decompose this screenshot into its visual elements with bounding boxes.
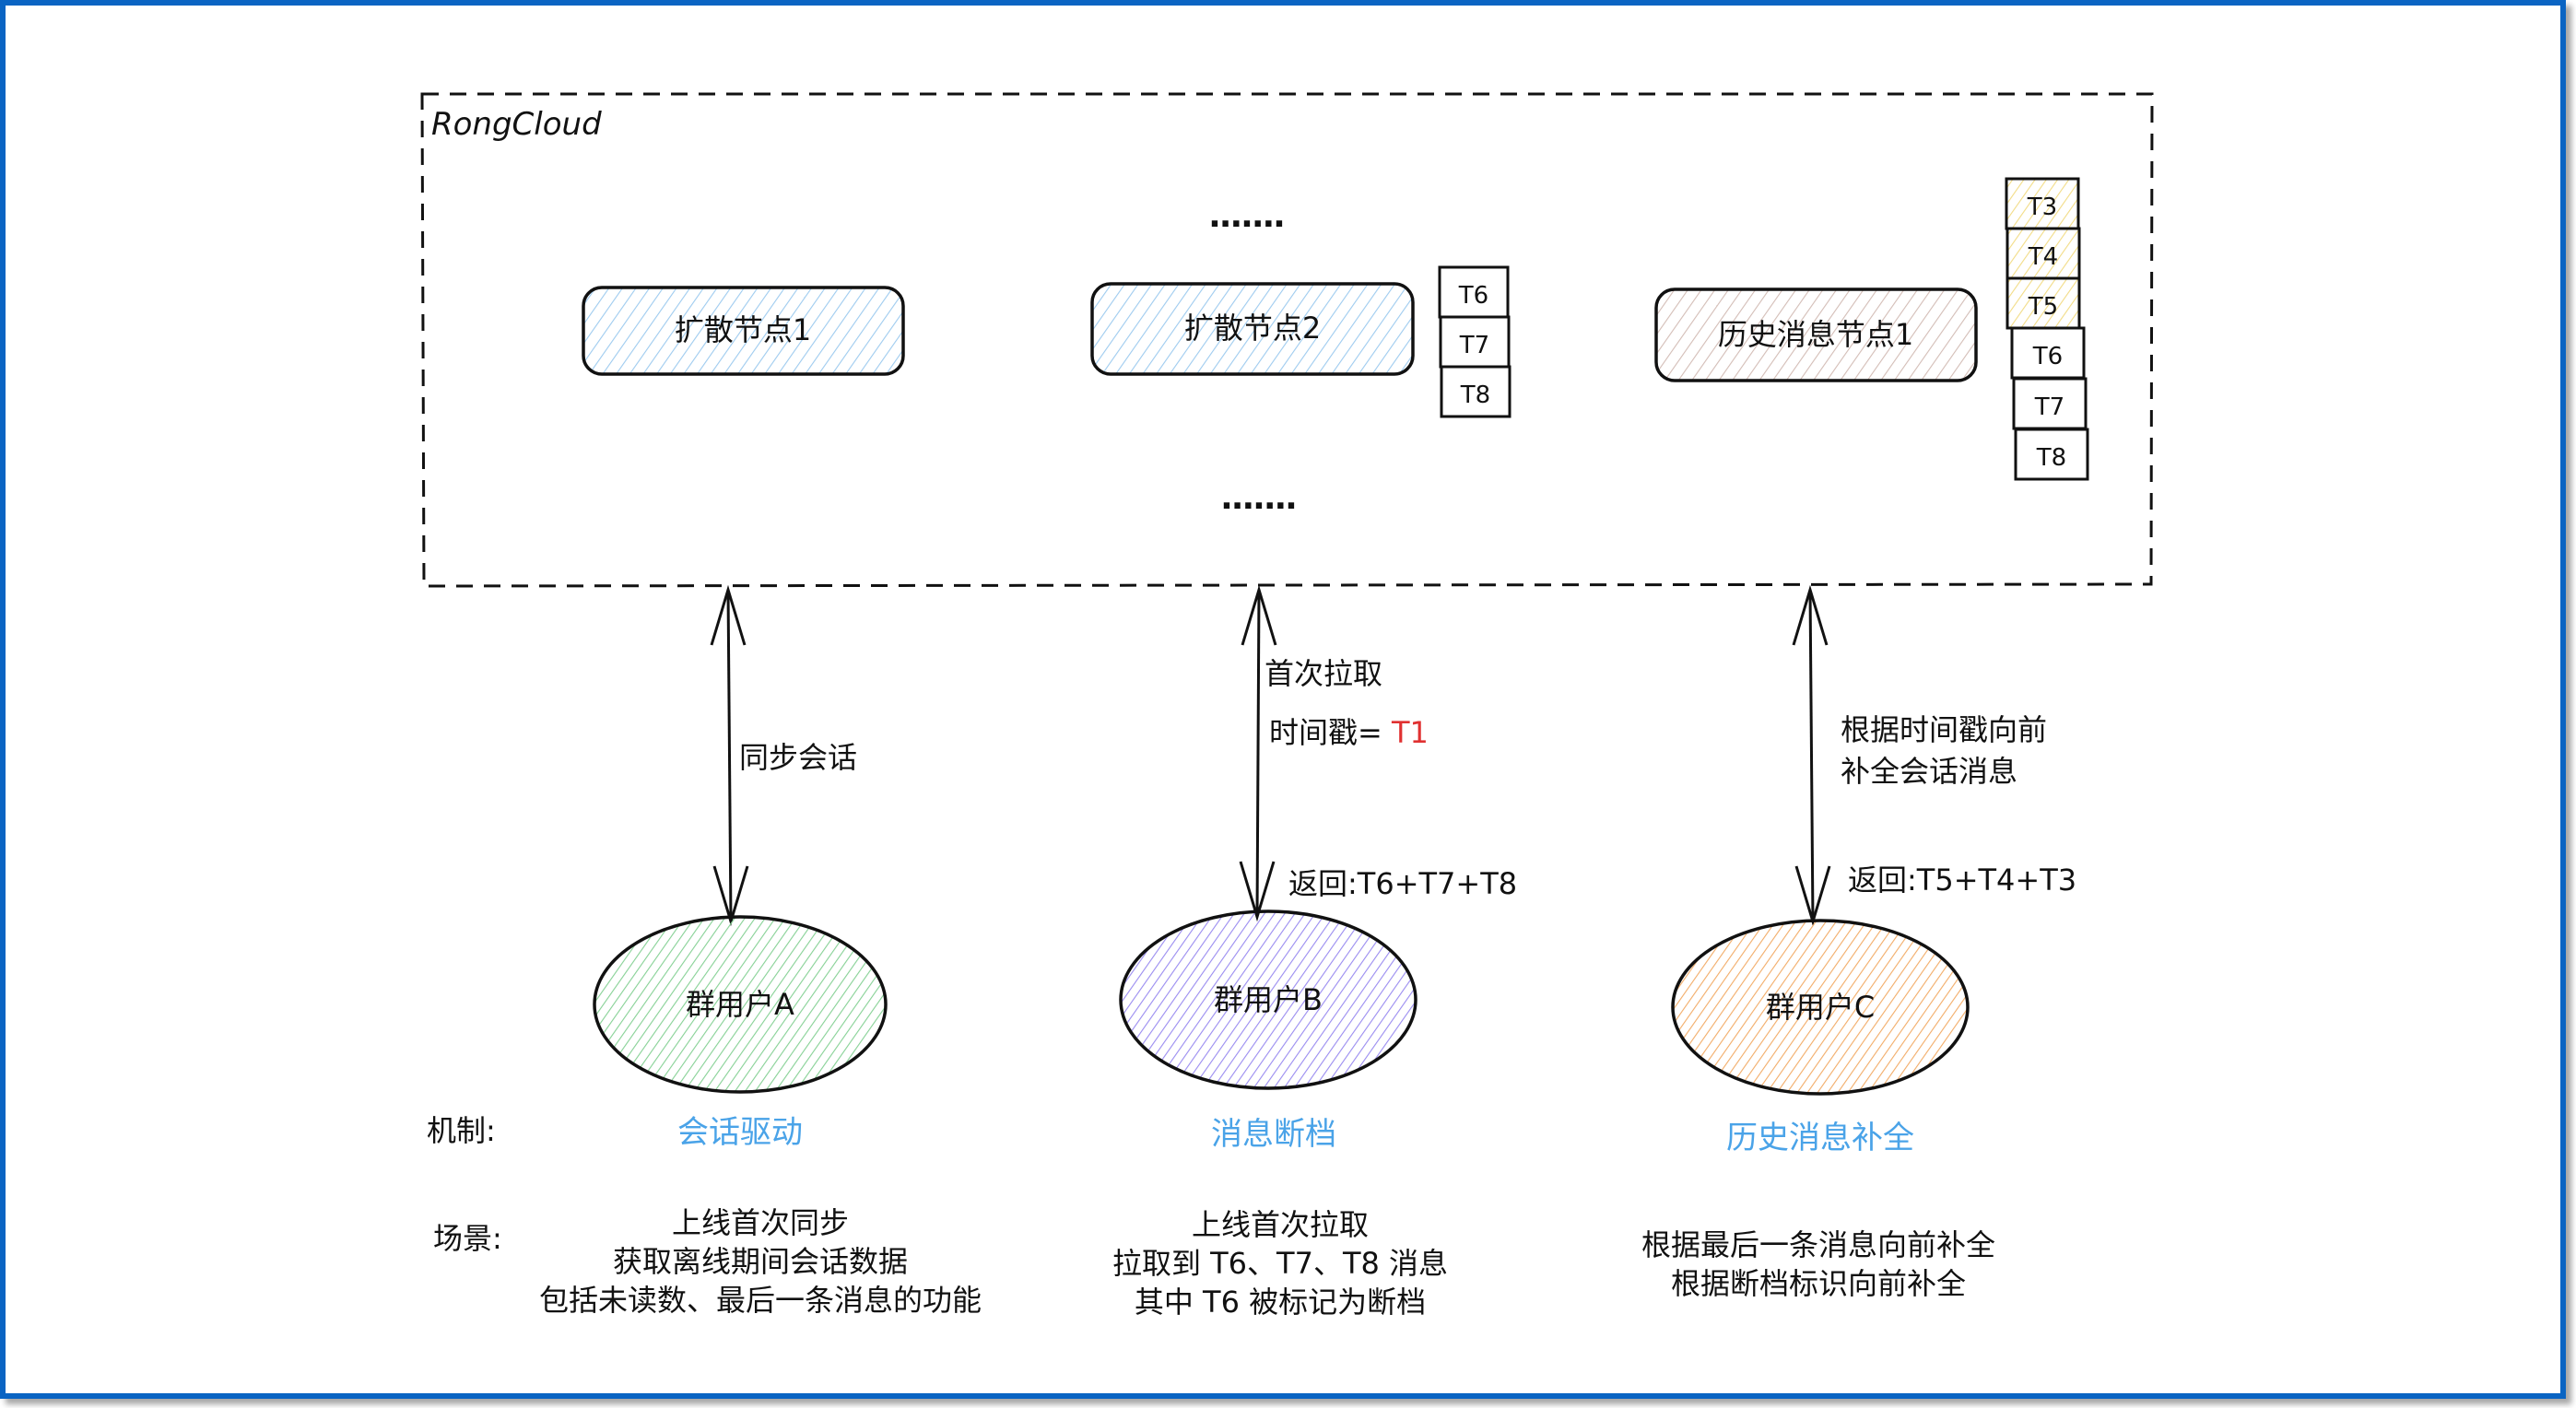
return-label: 返回:T5+T4+T3: [1848, 862, 2076, 898]
svg-text:T5: T5: [2028, 293, 2058, 321]
message-cell-highlighted: T3: [2005, 177, 2080, 230]
user-label: 群用户A: [686, 987, 794, 1022]
scenario-b: 上线首次拉取 拉取到 T6、T7、T8 消息 其中 T6 被标记为断档: [1112, 1207, 1448, 1320]
svg-text:拉取到 T6、T7、T8 消息: 拉取到 T6、T7、T8 消息: [1112, 1246, 1448, 1281]
svg-text:T3: T3: [2027, 194, 2057, 221]
node-spread-2[interactable]: 扩散节点2: [1090, 282, 1415, 376]
scenario-row-label: 场景:: [433, 1221, 502, 1256]
arrow-sync-conversation: 同步会话: [710, 584, 857, 927]
svg-text:上线首次拉取: 上线首次拉取: [1192, 1207, 1369, 1242]
user-b[interactable]: 群用户B: [1119, 909, 1417, 1090]
arrow-label: 根据时间戳向前: [1841, 712, 2047, 747]
message-cell: T6: [2010, 326, 2086, 380]
node-label: 扩散节点2: [1184, 311, 1321, 346]
user-a[interactable]: 群用户A: [593, 915, 888, 1094]
history-message-stack: T3 T4 T5 T6 T7 T8: [2005, 177, 2089, 481]
svg-text:T8: T8: [2036, 444, 2066, 472]
arrow-label: 补全会话消息: [1841, 754, 2017, 789]
arrow-label: 首次拉取: [1264, 656, 1382, 691]
mechanism-c: 历史消息补全: [1726, 1120, 1914, 1156]
svg-text:T6: T6: [1458, 282, 1488, 310]
message-cell-highlighted: T4: [2006, 227, 2081, 280]
arrow-label: 同步会话: [739, 740, 857, 775]
mechanism-row-label: 机制:: [427, 1113, 496, 1148]
svg-text:获取离线期间会话数据: 获取离线期间会话数据: [613, 1244, 908, 1279]
node-spread-1[interactable]: 扩散节点1: [582, 286, 905, 376]
svg-text:T7: T7: [2034, 393, 2064, 421]
svg-text:根据最后一条消息向前补全: 根据最后一条消息向前补全: [1641, 1227, 1995, 1262]
timestamp-label: 时间戳= T1: [1269, 715, 1429, 750]
arrow-first-pull: 首次拉取 时间戳= T1 返回:T6+T7+T8: [1239, 584, 1517, 922]
return-label: 返回:T6+T7+T8: [1288, 866, 1517, 901]
svg-text:其中 T6 被标记为断档: 其中 T6 被标记为断档: [1135, 1285, 1426, 1320]
svg-text:T6: T6: [2032, 343, 2063, 370]
message-cell: T6: [1438, 265, 1510, 319]
rongcloud-container: RongCloud ....... .......: [420, 92, 2154, 588]
svg-text:包括未读数、最后一条消息的功能: 包括未读数、最后一条消息的功能: [539, 1283, 982, 1318]
svg-text:T8: T8: [1460, 381, 1490, 409]
mechanism-a: 会话驱动: [677, 1114, 803, 1151]
svg-text:T4: T4: [2028, 243, 2058, 271]
svg-text:上线首次同步: 上线首次同步: [672, 1205, 849, 1240]
node2-message-stack: T6 T7 T8: [1438, 265, 1511, 418]
timestamp-value: T1: [1391, 715, 1429, 750]
user-label: 群用户C: [1766, 990, 1875, 1025]
scenario-a: 上线首次同步 获取离线期间会话数据 包括未读数、最后一条消息的功能: [539, 1205, 982, 1318]
node-label: 扩散节点1: [675, 312, 811, 347]
message-cell: T7: [1439, 315, 1511, 369]
arrow-history-fill: 根据时间戳向前 补全会话消息 返回:T5+T4+T3: [1792, 584, 2076, 927]
node-label: 历史消息节点1: [1718, 317, 1913, 352]
message-cell: T7: [2012, 377, 2088, 430]
message-cell: T8: [2014, 428, 2089, 481]
scenario-c: 根据最后一条消息向前补全 根据断档标识向前补全: [1641, 1227, 1995, 1301]
message-cell: T8: [1440, 365, 1511, 418]
svg-text:T7: T7: [1459, 332, 1489, 359]
container-label: RongCloud: [431, 106, 602, 143]
message-cell-highlighted: T5: [2006, 276, 2081, 330]
user-c[interactable]: 群用户C: [1671, 919, 1970, 1096]
ellipsis-bottom: .......: [1220, 479, 1296, 517]
ellipsis-top: .......: [1208, 197, 1284, 235]
svg-text:根据断档标识向前补全: 根据断档标识向前补全: [1671, 1266, 1966, 1301]
mechanism-b: 消息断档: [1211, 1116, 1336, 1153]
node-history-1[interactable]: 历史消息节点1: [1654, 287, 1978, 382]
user-label: 群用户B: [1214, 982, 1323, 1017]
